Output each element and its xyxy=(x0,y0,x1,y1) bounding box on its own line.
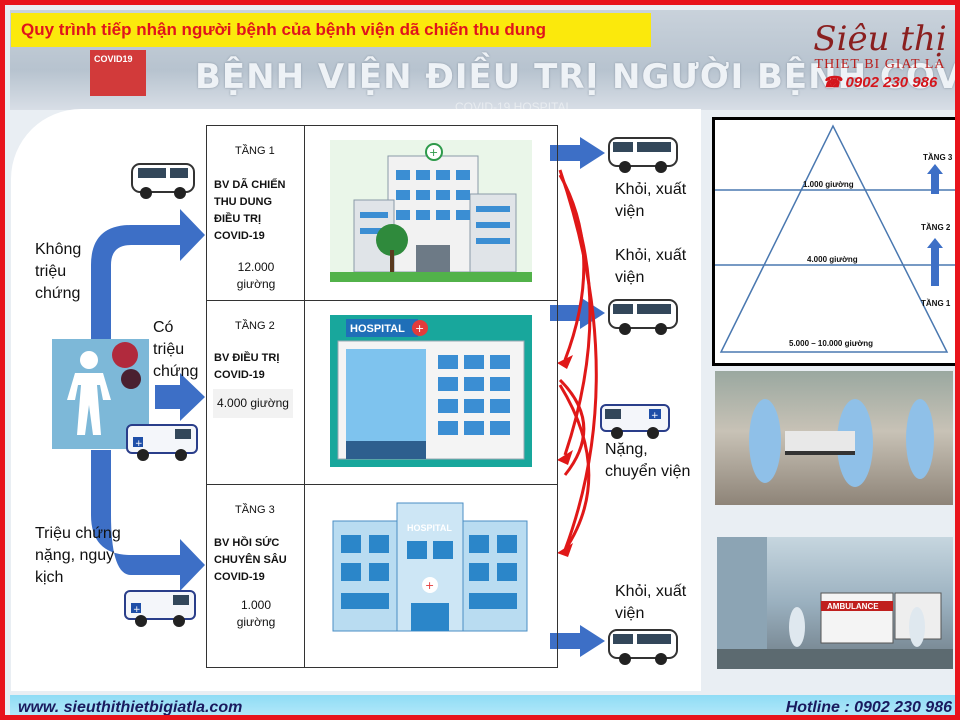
label-symptoms: Có triệu chứng xyxy=(153,319,199,380)
tier-table xyxy=(206,125,558,668)
brand-sub: THIET BI GIAT LA xyxy=(814,57,946,72)
hospital-sign-3: HOSPITAL xyxy=(407,523,452,533)
van-icon-1 xyxy=(131,163,195,199)
label-no-symptoms: Không triệu chứng xyxy=(35,241,82,302)
hospital-building-2: HOSPITAL + xyxy=(330,315,532,467)
pyramid-svg: 1.000 giường 4.000 giường 5.000 – 10.000… xyxy=(715,124,955,353)
pyramid-tier1: TẦNG 1 xyxy=(921,298,951,308)
tier-2-beds: 4.000 giường xyxy=(213,389,293,418)
van-icon-2 xyxy=(608,137,678,173)
page-title-box: Quy trình tiếp nhận người bệnh của bệnh … xyxy=(11,13,651,47)
banner-logo: COVID19 xyxy=(90,50,146,96)
footer-hotline: Hotline : 0902 230 986 xyxy=(785,698,952,716)
patient-figure xyxy=(67,351,111,435)
hospital-sign-2: HOSPITAL xyxy=(350,323,405,335)
arrow-discharge-3 xyxy=(550,625,605,657)
tier-2-label: TẦNG 2 xyxy=(235,320,275,332)
tier-3-beds: 1.000 giường xyxy=(236,598,276,629)
svg-text:+: + xyxy=(415,322,424,335)
pyramid-tier2: TẦNG 2 xyxy=(921,222,951,232)
bed-capacity-pyramid: 1.000 giường 4.000 giường 5.000 – 10.000… xyxy=(712,117,955,366)
hospital-building-3: HOSPITAL + xyxy=(327,499,533,635)
ambulance-icon-2: + xyxy=(124,590,196,627)
virus-icon-1 xyxy=(112,342,138,368)
hospital-building-1: + xyxy=(330,140,532,282)
ambulance-sign: AMBULANCE xyxy=(827,602,879,611)
red-arrow-4 xyxy=(558,384,591,551)
svg-text:+: + xyxy=(133,605,141,615)
pyramid-beds-mid: 4.000 giường xyxy=(807,255,858,264)
arrow-discharge-1 xyxy=(550,137,605,169)
arrow-up-branch xyxy=(91,209,205,340)
svg-text:+: + xyxy=(429,146,438,159)
arrow-middle xyxy=(155,373,205,421)
photo-medical-staff xyxy=(715,371,953,505)
brand-name: Siêu thị xyxy=(813,19,947,59)
tier-1-beds: 12.000 giường xyxy=(236,260,276,291)
red-arrow-5 xyxy=(558,169,598,551)
pyramid-tier3: TẦNG 3 xyxy=(923,152,953,162)
ambulance-icon-1: + xyxy=(126,424,198,461)
red-arrow-3 xyxy=(558,378,586,476)
photo-ambulance-scene: AMBULANCE xyxy=(717,537,953,669)
label-transfer: Nặng, chuyển viện xyxy=(605,441,691,480)
label-discharge-1: Khỏi, xuất viện xyxy=(615,181,687,220)
van-icon-4 xyxy=(608,629,678,665)
brand-phone: ☎ 0902 230 986 xyxy=(822,74,938,91)
banner-text: BỆNH VIỆN ĐIỀU TRỊ NGƯỜI BỆNH COVID-19 xyxy=(195,57,960,97)
tier-3-label: TẦNG 3 xyxy=(235,504,275,516)
label-severe: Triệu chứng nặng, nguy kịch xyxy=(35,525,121,586)
svg-text:+: + xyxy=(425,579,434,592)
virus-icon-2 xyxy=(121,369,141,389)
svg-text:+: + xyxy=(135,439,143,449)
van-icon-3 xyxy=(608,299,678,335)
tier-1-label: TẦNG 1 xyxy=(235,145,275,157)
footer-bar: www. sieuthithietbigiatla.com Hotline : … xyxy=(10,695,955,716)
pyramid-beds-top: 1.000 giường xyxy=(803,180,854,189)
svg-text:+: + xyxy=(651,411,659,421)
tier-1-name: BV DÃ CHIẾN THU DUNG ĐIỀU TRỊ COVID-19 xyxy=(214,179,286,242)
label-discharge-2: Khỏi, xuất viện xyxy=(615,247,687,286)
brand-logo: Siêu thị THIET BI GIAT LA ☎ 0902 230 986 xyxy=(805,21,955,91)
label-discharge-3: Khỏi, xuất viện xyxy=(615,583,687,622)
tier-2-name: BV ĐIỀU TRỊ COVID-19 xyxy=(214,352,280,381)
tier-3-name: BV HỒI SỨC CHUYÊN SÂU COVID-19 xyxy=(214,537,287,583)
footer-website[interactable]: www. sieuthithietbigiatla.com xyxy=(18,698,243,716)
pyramid-beds-base: 5.000 – 10.000 giường xyxy=(789,339,873,348)
arrow-down-branch xyxy=(91,450,205,591)
page-title: Quy trình tiếp nhận người bệnh của bệnh … xyxy=(21,20,546,39)
ambulance-icon-3: + xyxy=(600,404,670,439)
